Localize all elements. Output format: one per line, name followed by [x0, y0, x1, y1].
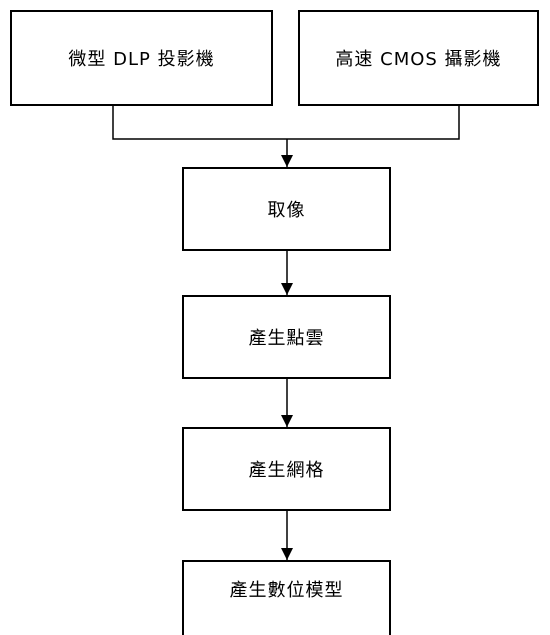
node-dlp-projector-label: 微型 DLP 投影機: [68, 49, 215, 70]
node-cmos-camera-label: 高速 CMOS 攝影機: [335, 49, 502, 70]
node-image-capture-label: 取像: [267, 200, 306, 221]
node-image-capture: 取像: [182, 167, 391, 251]
merge-bracket: [112, 106, 460, 140]
node-generate-mesh-label: 產生網格: [248, 460, 325, 481]
arrowhead-mesh: [281, 415, 293, 427]
arrowhead-capture: [281, 155, 293, 167]
node-generate-point-cloud: 產生點雲: [182, 295, 391, 379]
node-generate-point-cloud-label: 產生點雲: [248, 328, 325, 349]
node-cmos-camera: 高速 CMOS 攝影機: [298, 10, 539, 106]
node-generate-digital-model: 產生數位模型: [182, 560, 391, 635]
node-generate-digital-model-label: 產生數位模型: [229, 580, 344, 601]
node-generate-mesh: 產生網格: [182, 427, 391, 511]
arrowhead-point-cloud: [281, 283, 293, 295]
arrowhead-digital-model: [281, 548, 293, 560]
node-dlp-projector: 微型 DLP 投影機: [10, 10, 273, 106]
